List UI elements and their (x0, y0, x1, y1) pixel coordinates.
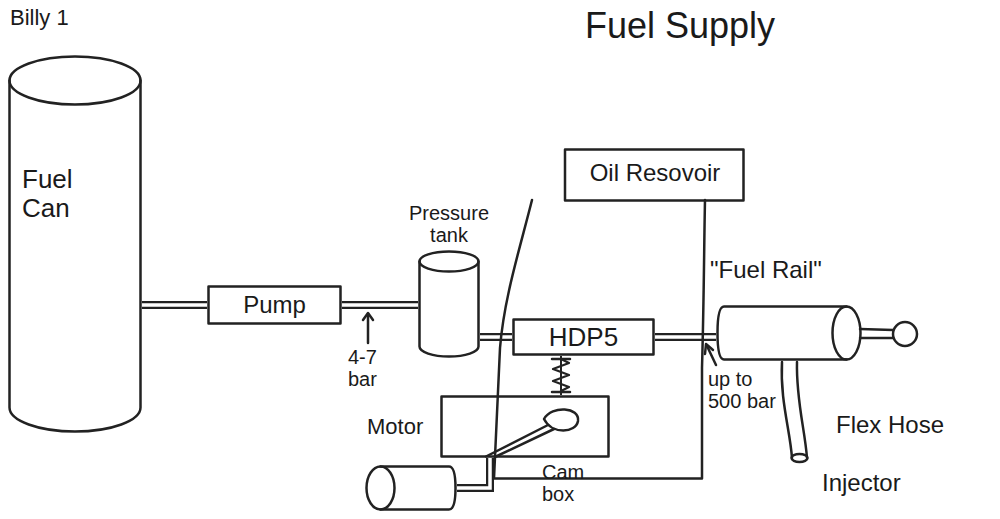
pipe-connector (342, 305, 418, 306)
text-holder: Cam box (542, 461, 602, 505)
outline-group (718, 307, 861, 360)
node-label: Pump (243, 292, 306, 318)
cam-shaft (496, 429, 554, 457)
rod (860, 337, 893, 340)
pipe-bore (457, 458, 490, 488)
node-label: Oil Resovoir (568, 160, 742, 186)
box-outline (209, 287, 341, 324)
text-holder: "Fuel Rail" (710, 257, 870, 283)
pipe-wall (457, 458, 490, 488)
pipe-connector (655, 337, 716, 338)
connector-line (342, 304, 418, 306)
text-holder: Flex Hose (836, 412, 986, 438)
reservoir-box (565, 150, 744, 201)
text-holder: Fuel Can (22, 165, 106, 222)
outline-group (442, 397, 609, 457)
cylinder-body (718, 307, 847, 360)
hose-end (792, 454, 808, 462)
node-label: Pressure tank (394, 202, 504, 246)
node-outline (418, 250, 480, 358)
motor: Motor (365, 465, 457, 511)
annotation-label: Billy 1 (10, 6, 130, 30)
text-holder: Fuel Supply (585, 6, 885, 46)
text-holder: up to 500 bar (708, 368, 788, 412)
pipe-bore (342, 303, 418, 307)
annotation-label: 4-7 bar (348, 346, 400, 390)
outline-group (494, 150, 744, 479)
illustration-group (363, 313, 917, 462)
node-outline (8, 55, 142, 433)
text-holder: Pressure tank (394, 202, 504, 246)
annotation-label: Injector (822, 470, 972, 496)
pipe-bore (142, 303, 207, 307)
outline-group (367, 467, 456, 510)
cylinder-top (420, 252, 479, 272)
pipe-bore (480, 335, 512, 339)
cylinder-top (10, 57, 141, 105)
rod (860, 329, 893, 330)
pipe-wall (342, 301, 418, 309)
leader-head (363, 313, 373, 320)
outline-group (420, 252, 479, 357)
cylinder-face (367, 467, 395, 510)
flex-hose (782, 362, 792, 458)
outline-group (209, 287, 341, 324)
diagram-title: Fuel Supply (585, 6, 885, 46)
text-holder: 4-7 bar (348, 346, 400, 390)
pressure-tank: Pressure tank (418, 250, 480, 358)
pump-box: Pump (207, 285, 342, 325)
box-outline (442, 397, 609, 457)
pipe-connector (142, 305, 207, 306)
node-label: "Fuel Rail" (710, 257, 870, 283)
connector-line (142, 304, 207, 306)
connector-line (560, 356, 562, 395)
injector-tip (893, 322, 917, 346)
outline-group (514, 320, 654, 355)
node-outline (490, 148, 745, 480)
pump-box: HDP5 (512, 318, 655, 356)
cylinder-body (10, 81, 141, 432)
flex-hose (797, 362, 807, 458)
cylinder-body (381, 467, 456, 510)
box-outline (514, 320, 654, 355)
cam-lobe (544, 409, 578, 430)
cam-shaft (486, 425, 548, 457)
fuel-rail: "Fuel Rail" (716, 305, 862, 361)
connector-line (457, 458, 490, 488)
text-holder: Injector (822, 470, 972, 496)
node-outline (365, 465, 457, 511)
connector-line (480, 336, 512, 338)
pipe-bore (655, 335, 716, 339)
node-label: Cam box (542, 461, 602, 505)
node-label: HDP5 (549, 323, 618, 352)
oil-reservoir: Oil ResovoirHDP5 (490, 148, 745, 480)
fuel-can: Fuel Can (8, 55, 142, 433)
text-holder: Oil Resovoir (568, 160, 742, 186)
annotation-label: up to 500 bar (708, 368, 788, 412)
text-holder: Billy 1 (10, 6, 130, 30)
node-label: Fuel Can (22, 165, 106, 222)
leader-head (705, 344, 713, 354)
cylinder-face (833, 307, 861, 360)
connector-line (655, 336, 716, 338)
node-outline (716, 305, 862, 361)
pipe-wall (142, 301, 207, 309)
annotation-label: Flex Hose (836, 412, 986, 438)
cam-box: Cam box (440, 395, 610, 458)
pipe-connector (561, 356, 562, 395)
pipe-wall (480, 333, 512, 341)
cylinder-body (420, 262, 479, 357)
pipe-wall (655, 333, 716, 341)
pipe-connector (480, 337, 512, 338)
leader-line (367, 314, 370, 343)
pipe-connector (457, 458, 490, 488)
node-outline (440, 395, 610, 458)
text-holder: Motor (367, 415, 457, 439)
node-label: Motor (367, 415, 457, 439)
outline-group (10, 57, 141, 432)
